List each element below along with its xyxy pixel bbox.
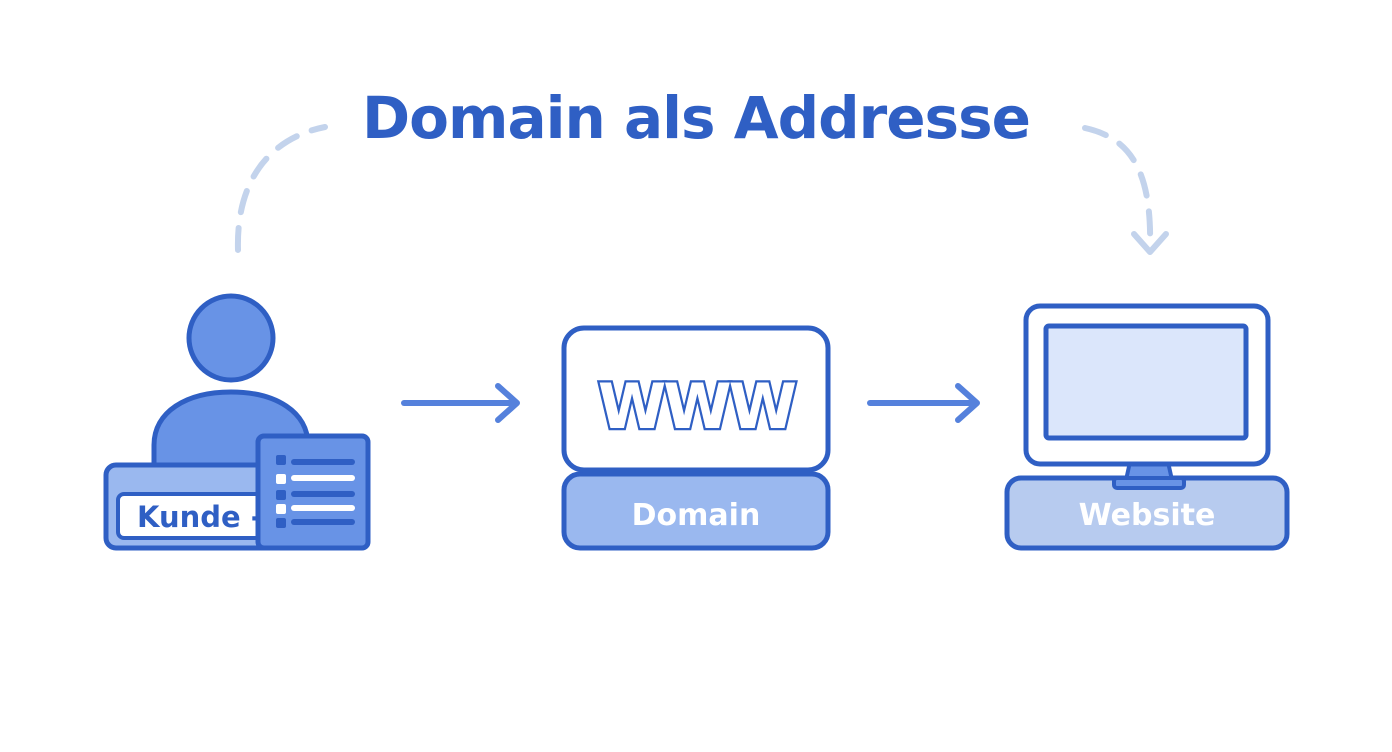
dashed-arc-right-arrowhead [1131, 231, 1169, 255]
domain-label: Domain [632, 498, 761, 533]
dashed-arc-right [1082, 125, 1154, 251]
customer-label: Kunde - [137, 500, 263, 534]
customer-node: Kunde - [103, 293, 371, 551]
arrow-customer-to-domain [401, 383, 520, 423]
monitor-icon [1023, 303, 1271, 490]
document-icon [255, 433, 371, 551]
diagram-title: Domain als Addresse [362, 84, 1031, 152]
domain-node: WWW Domain [561, 325, 831, 551]
website-node: Website [1004, 303, 1290, 551]
www-box [561, 325, 831, 473]
website-label: Website [1079, 498, 1216, 533]
arrow-domain-to-website [867, 383, 980, 423]
dashed-arc-left [234, 124, 328, 253]
www-icon: WWW [598, 370, 796, 443]
domain-label-base [561, 471, 831, 551]
person-icon [151, 293, 311, 471]
